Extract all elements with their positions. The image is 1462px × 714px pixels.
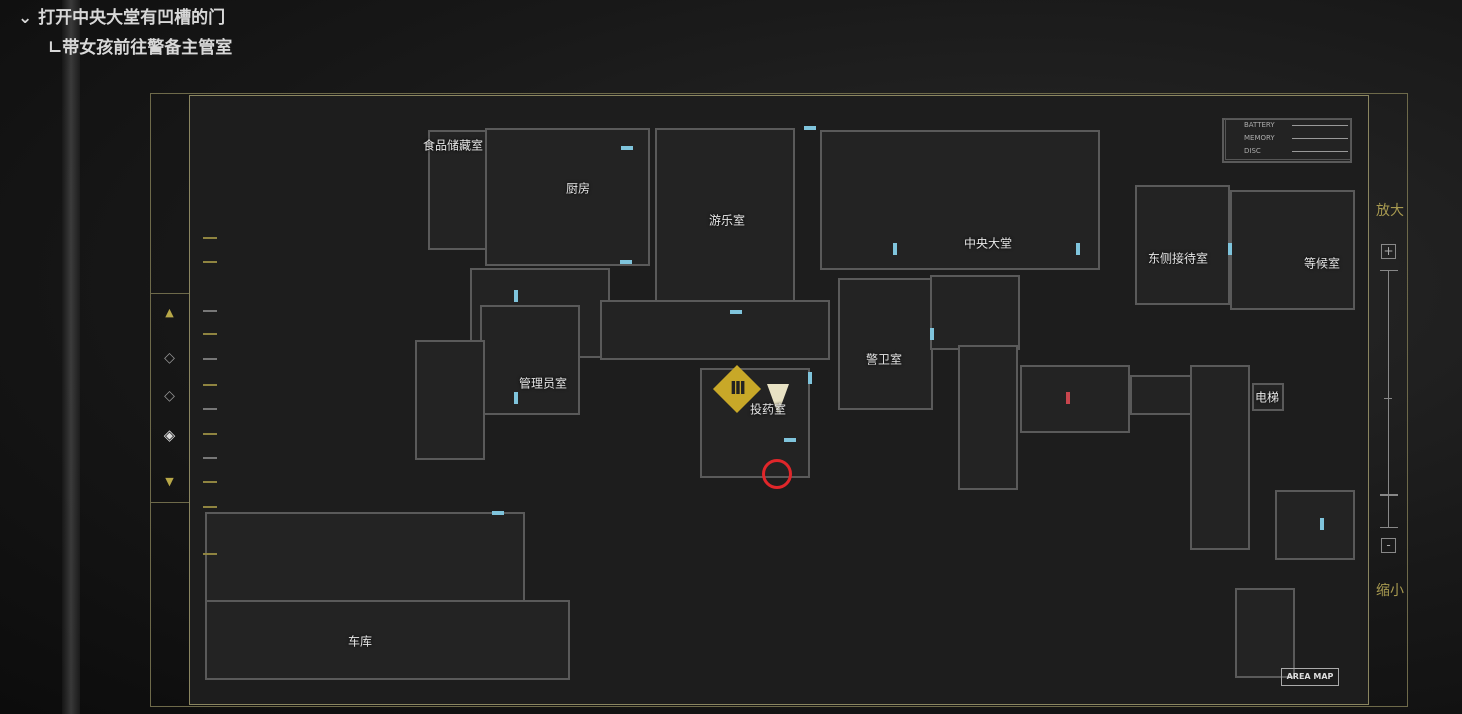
stairwell-west xyxy=(415,340,485,460)
area-map-label: AREA MAP xyxy=(1281,668,1339,686)
slider-tick xyxy=(1380,527,1398,528)
sub-prefix: ∟ xyxy=(48,38,63,58)
scale-tick xyxy=(203,310,217,312)
corridor-center xyxy=(600,300,830,360)
corridor-south xyxy=(958,345,1018,490)
objective-main: 打开中央大堂有凹槽的门 xyxy=(38,8,226,28)
chevron-down-icon[interactable]: ⌄ xyxy=(18,8,33,28)
scale-tick xyxy=(203,553,217,555)
objective-sub: 带女孩前往警备主管室 xyxy=(62,38,233,58)
zoom-in-button[interactable]: + xyxy=(1381,244,1396,259)
zoom-slider-thumb[interactable] xyxy=(1380,493,1398,496)
slider-tick xyxy=(1384,398,1392,399)
door[interactable] xyxy=(1076,243,1080,255)
floor-up-button[interactable]: ▲ xyxy=(165,306,174,319)
objective-panel: ⌄ 打开中央大堂有凹槽的门 ∟带女孩前往警备主管室 xyxy=(18,6,232,66)
room-label-waiting: 等候室 xyxy=(1303,256,1341,271)
room-garage xyxy=(205,600,570,680)
room-label-guard: 警卫室 xyxy=(865,352,903,367)
stairwell-east xyxy=(1235,588,1295,678)
target-circle-icon xyxy=(762,459,792,489)
door[interactable] xyxy=(808,372,812,384)
slider-tick xyxy=(1380,270,1398,271)
scale-tick xyxy=(203,506,217,508)
room-label-elevator: 电梯 xyxy=(1254,390,1280,405)
scale-tick xyxy=(203,433,217,435)
room-elevator xyxy=(1252,383,1284,411)
floor-selector xyxy=(150,293,189,503)
room-east-reception xyxy=(1135,185,1230,305)
door[interactable] xyxy=(1320,518,1324,530)
scale-tick xyxy=(203,333,217,335)
legend-memory: MEMORY xyxy=(1244,134,1275,142)
scale-tick xyxy=(203,408,217,410)
background-pillar xyxy=(62,0,80,714)
door[interactable] xyxy=(514,392,518,404)
legend-disc: DISC xyxy=(1244,147,1261,155)
floor-button[interactable]: ◇ xyxy=(164,388,175,404)
scale-tick xyxy=(203,358,217,360)
room-southeast xyxy=(1275,490,1355,560)
room-label-playroom: 游乐室 xyxy=(708,213,746,228)
player-arrow-icon xyxy=(767,384,789,414)
room-label-pantry: 食品储藏室 xyxy=(422,138,484,153)
zoom-out-label[interactable]: 缩小 xyxy=(1376,583,1404,599)
room-kitchen xyxy=(485,128,650,266)
locked-door[interactable] xyxy=(1066,392,1070,404)
save-room-marker: III xyxy=(729,378,746,399)
room-admin xyxy=(480,305,580,415)
door[interactable] xyxy=(620,260,632,264)
scale-tick xyxy=(203,261,217,263)
item-legend: BATTERY MEMORY DISC xyxy=(1225,118,1351,160)
zoom-in-label[interactable]: 放大 xyxy=(1376,203,1404,219)
room-label-medicine: 投药室 xyxy=(749,402,787,417)
floor-button[interactable]: ◇ xyxy=(164,350,175,366)
room-small xyxy=(1020,365,1130,433)
door[interactable] xyxy=(1228,243,1232,255)
door[interactable] xyxy=(804,126,816,130)
door[interactable] xyxy=(893,243,897,255)
room-playroom xyxy=(655,128,795,326)
scale-tick xyxy=(203,481,217,483)
scale-tick xyxy=(203,457,217,459)
room-garage-north xyxy=(205,512,525,610)
room-waiting xyxy=(1230,190,1355,310)
door[interactable] xyxy=(784,438,796,442)
zoom-out-button[interactable]: - xyxy=(1381,538,1396,553)
room-central-hall xyxy=(820,130,1100,270)
map-frame xyxy=(150,93,1408,707)
room-guard xyxy=(838,278,933,410)
floor-down-button[interactable]: ▼ xyxy=(165,475,174,488)
room-label-garage: 车库 xyxy=(347,634,373,649)
door[interactable] xyxy=(492,511,504,515)
scale-tick xyxy=(203,384,217,386)
room-label-admin: 管理员室 xyxy=(518,376,568,391)
room-label-east-reception: 东侧接待室 xyxy=(1147,251,1209,266)
legend-battery: BATTERY xyxy=(1244,121,1275,129)
room-label-kitchen: 厨房 xyxy=(565,181,591,196)
door[interactable] xyxy=(730,310,742,314)
door[interactable] xyxy=(930,328,934,340)
scale-tick xyxy=(203,237,217,239)
room-label-central-hall: 中央大堂 xyxy=(963,236,1013,251)
floor-button-current[interactable]: ◈ xyxy=(163,426,176,444)
corridor-east xyxy=(930,275,1020,350)
corridor-elevator xyxy=(1190,365,1250,550)
door[interactable] xyxy=(514,290,518,302)
door[interactable] xyxy=(621,146,633,150)
